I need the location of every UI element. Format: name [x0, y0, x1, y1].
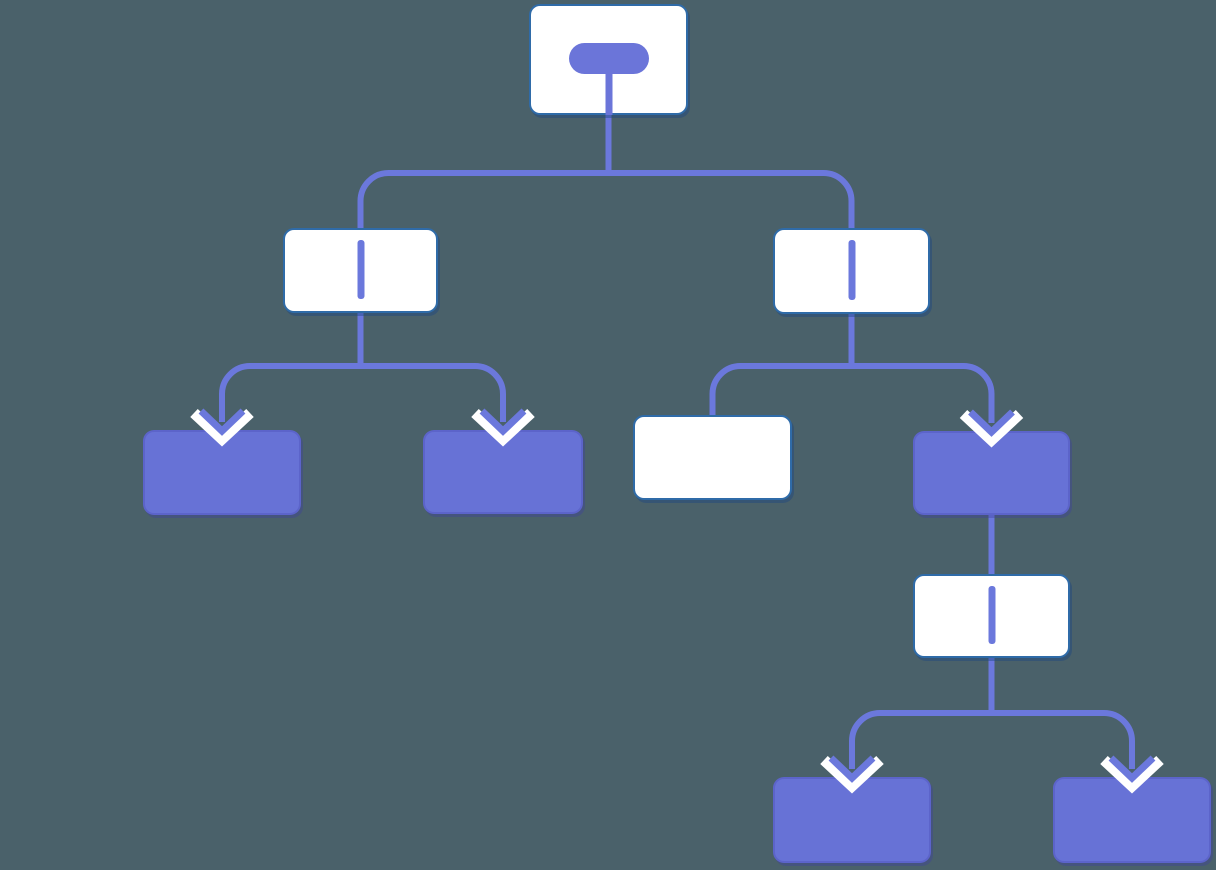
node-leaf-1[interactable] [143, 430, 301, 515]
node-plain-leaf[interactable] [633, 415, 792, 500]
root-pill-stem [605, 72, 612, 115]
pass-through-line [988, 586, 995, 644]
node-leaf-2[interactable] [423, 430, 583, 514]
pass-through-line [848, 240, 855, 300]
node-mid-pass[interactable] [913, 574, 1070, 658]
root-pill-icon [568, 43, 649, 74]
pass-through-line [357, 240, 364, 299]
node-leaf-3[interactable] [773, 777, 931, 863]
node-root[interactable] [529, 4, 688, 115]
node-mid-target[interactable] [913, 431, 1070, 515]
node-branch-left[interactable] [283, 228, 438, 313]
node-leaf-4[interactable] [1053, 777, 1211, 863]
node-branch-right[interactable] [773, 228, 930, 314]
